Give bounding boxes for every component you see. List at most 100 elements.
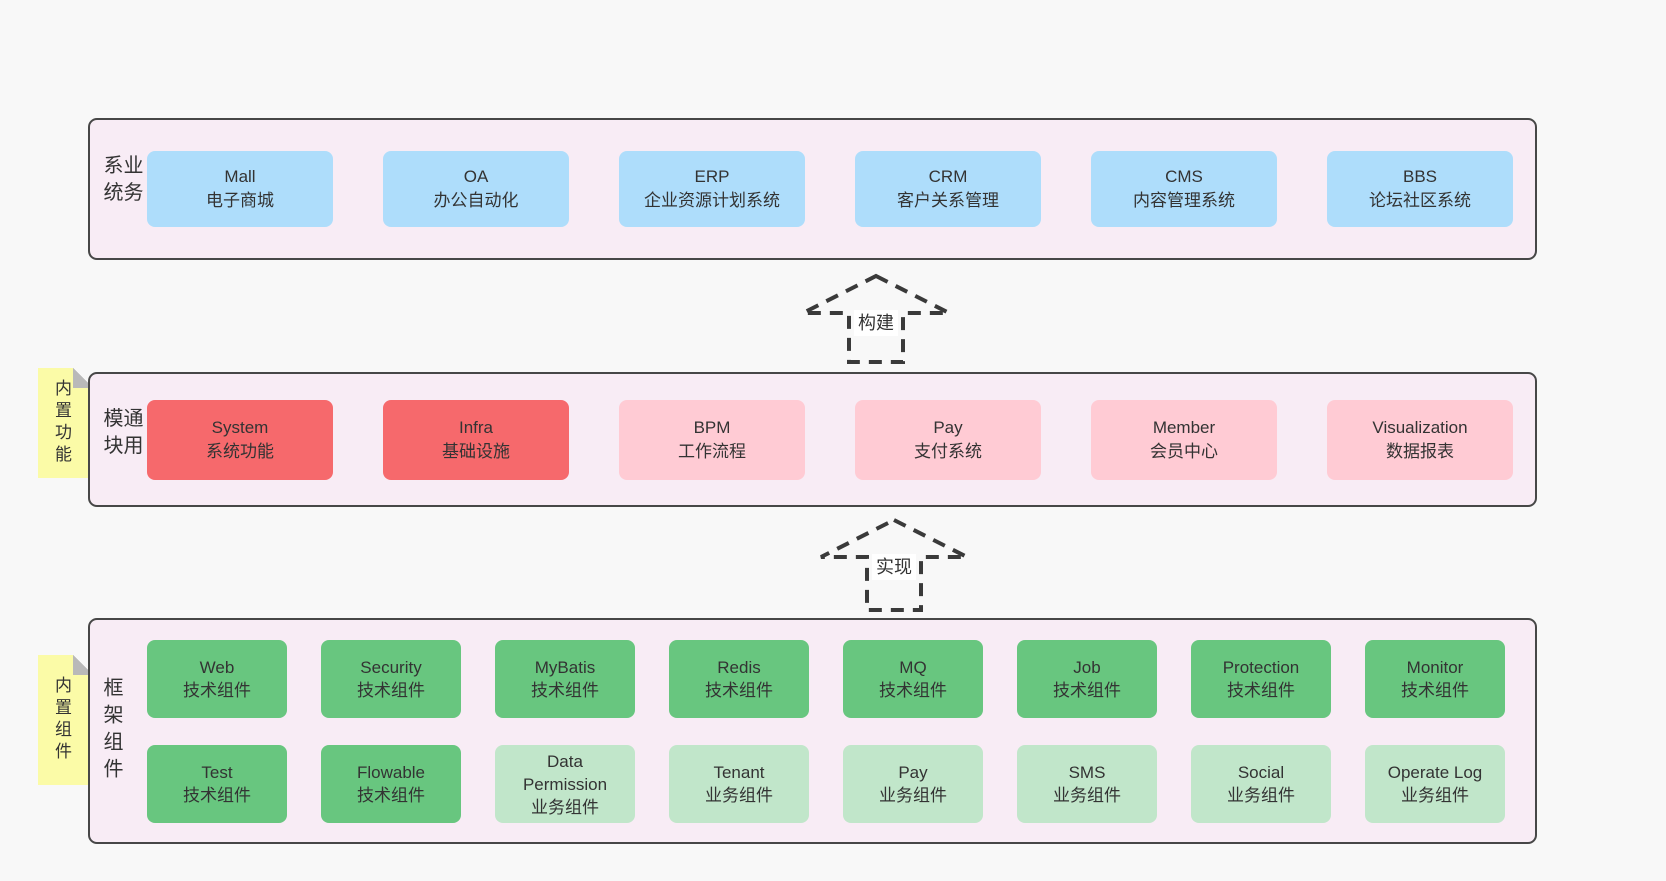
box-erp: ERP 企业资源计划系统 <box>619 151 805 227</box>
box-subtitle: 业务组件 <box>705 786 773 805</box>
box-title: Web <box>199 658 235 677</box>
section-modules-label: 通用模块 <box>100 406 142 461</box>
section-business-label: 业务系统 <box>100 154 142 209</box>
box-pay-biz: Pay 业务组件 <box>843 745 983 823</box>
business-box-row: Mall 电子商城 OA 办公自动化 ERP 企业资源计划系统 CRM 客户关系管理 CMS 内容… <box>147 151 1513 227</box>
box-subtitle: 技术组件 <box>357 786 425 805</box>
box-security: Security 技术组件 <box>321 640 461 718</box>
box-mybatis: MyBatis 技术组件 <box>495 640 635 718</box>
box-title: Operate Log <box>1387 763 1483 782</box>
box-title: CMS <box>1165 167 1203 186</box>
box-redis: Redis 技术组件 <box>669 640 809 718</box>
box-subtitle: 技术组件 <box>183 786 251 805</box>
up-arrow-icon <box>802 273 950 364</box>
box-title: Data Permission <box>522 751 608 794</box>
box-subtitle: 电子商城 <box>206 191 274 210</box>
tag-builtin-components-label: 内置组件 <box>52 676 71 764</box>
box-title: Monitor <box>1406 658 1464 677</box>
arrow-implement-label: 实现 <box>872 554 916 580</box>
box-subtitle: 会员中心 <box>1150 442 1218 461</box>
box-subtitle: 业务组件 <box>879 786 947 805</box>
up-arrow-icon <box>820 517 968 612</box>
box-title: Mall <box>224 167 256 186</box>
box-subtitle: 业务组件 <box>1401 786 1469 805</box>
box-oa: OA 办公自动化 <box>383 151 569 227</box>
box-title: Protection <box>1222 658 1300 677</box>
box-subtitle: 技术组件 <box>1053 681 1121 700</box>
box-title: Test <box>201 763 233 782</box>
section-common-modules: 通用模块 System 系统功能 Infra 基础设施 BPM 工作流程 Pay 支付系统 Me… <box>88 372 1537 507</box>
box-title: Pay <box>898 763 928 782</box>
box-crm: CRM 客户关系管理 <box>855 151 1041 227</box>
tag-builtin-components: 内置组件 <box>38 655 93 785</box>
arrow-build-label: 构建 <box>854 310 898 336</box>
box-subtitle: 客户关系管理 <box>897 191 999 210</box>
box-subtitle: 内容管理系统 <box>1133 191 1235 210</box>
box-title: BBS <box>1402 167 1438 186</box>
box-subtitle: 企业资源计划系统 <box>644 191 780 210</box>
section-components-label: 框架组件 <box>100 677 122 785</box>
box-subtitle: 支付系统 <box>914 442 982 461</box>
box-subtitle: 论坛社区系统 <box>1369 191 1471 210</box>
box-subtitle: 业务组件 <box>531 797 599 817</box>
box-subtitle: 工作流程 <box>678 442 746 461</box>
box-bpm: BPM 工作流程 <box>619 400 805 480</box>
box-title: Tenant <box>713 763 765 782</box>
box-visualization: Visualization 数据报表 <box>1327 400 1513 480</box>
box-protection: Protection 技术组件 <box>1191 640 1331 718</box>
box-mall: Mall 电子商城 <box>147 151 333 227</box>
box-operate-log: Operate Log 业务组件 <box>1365 745 1505 823</box>
box-title: Pay <box>933 418 963 437</box>
box-system: System 系统功能 <box>147 400 333 480</box>
box-title: Infra <box>458 418 494 437</box>
box-subtitle: 技术组件 <box>1401 681 1469 700</box>
box-subtitle: 技术组件 <box>705 681 773 700</box>
box-subtitle: 数据报表 <box>1386 442 1454 461</box>
box-monitor: Monitor 技术组件 <box>1365 640 1505 718</box>
box-title: Social <box>1237 763 1285 782</box>
modules-box-row: System 系统功能 Infra 基础设施 BPM 工作流程 Pay 支付系统 Member 会… <box>147 400 1513 480</box>
box-subtitle: 技术组件 <box>531 681 599 700</box>
box-title: Member <box>1152 418 1216 437</box>
box-title: System <box>211 418 269 437</box>
box-title: OA <box>463 167 489 186</box>
box-job: Job 技术组件 <box>1017 640 1157 718</box>
box-infra: Infra 基础设施 <box>383 400 569 480</box>
box-title: Flowable <box>356 763 426 782</box>
box-member: Member 会员中心 <box>1091 400 1277 480</box>
tag-builtin-functions-label: 内置功能 <box>52 379 71 467</box>
arrow-build: 构建 <box>796 268 956 368</box>
box-sms: SMS 业务组件 <box>1017 745 1157 823</box>
box-subtitle: 技术组件 <box>1227 681 1295 700</box>
section-business-systems: 业务系统 Mall 电子商城 OA 办公自动化 ERP 企业资源计划系统 CRM 客户关系管理… <box>88 118 1537 260</box>
box-subtitle: 系统功能 <box>206 442 274 461</box>
box-title: MQ <box>899 658 927 677</box>
box-subtitle: 业务组件 <box>1053 786 1121 805</box>
box-title: MyBatis <box>534 658 596 677</box>
box-subtitle: 办公自动化 <box>433 191 519 210</box>
box-bbs: BBS 论坛社区系统 <box>1327 151 1513 227</box>
box-subtitle: 技术组件 <box>183 681 251 700</box>
box-title: Security <box>360 658 422 677</box>
box-title: BPM <box>693 418 731 437</box>
box-title: ERP <box>694 167 730 186</box>
box-title: Redis <box>717 658 761 677</box>
box-title: SMS <box>1068 763 1106 782</box>
box-subtitle: 技术组件 <box>357 681 425 700</box>
box-pay: Pay 支付系统 <box>855 400 1041 480</box>
box-tenant: Tenant 业务组件 <box>669 745 809 823</box>
box-web: Web 技术组件 <box>147 640 287 718</box>
arrow-implement: 实现 <box>814 512 974 614</box>
box-title: Job <box>1073 658 1101 677</box>
box-subtitle: 基础设施 <box>442 442 510 461</box>
box-title: CRM <box>928 167 968 186</box>
box-subtitle: 技术组件 <box>879 681 947 700</box>
box-title: Visualization <box>1372 418 1468 437</box>
box-data-permission: Data Permission 业务组件 <box>495 745 635 823</box>
box-test: Test 技术组件 <box>147 745 287 823</box>
